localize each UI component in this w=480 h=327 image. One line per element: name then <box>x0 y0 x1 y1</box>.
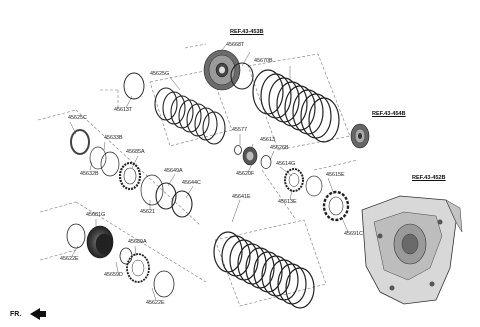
frame-line-e <box>75 201 207 283</box>
part-label-45659d: 45659D <box>104 272 123 278</box>
ring-45633b <box>100 151 120 177</box>
ring-45625c <box>70 129 90 155</box>
ring-45622e-upper <box>66 223 86 249</box>
part-label-45613t: 45613T <box>114 107 133 113</box>
part-label-45620f: 45620F <box>236 171 255 177</box>
ring-45622e-lower <box>153 270 175 298</box>
snap-ring-45613t <box>123 72 145 100</box>
gear-454b <box>350 123 370 149</box>
frame-45641e <box>214 219 327 307</box>
leader-lines <box>69 44 349 301</box>
frame-45625g <box>149 69 233 147</box>
part-label-45685a: 45685A <box>126 149 145 155</box>
part-label-45641e: 45641E <box>232 194 251 200</box>
snap-ring-45668t <box>230 62 254 90</box>
piston-45689a <box>126 253 150 283</box>
part-label-45622e-lower: 45622E <box>146 300 165 306</box>
part-label-45621: 45621 <box>140 209 155 215</box>
transmission-case <box>361 195 463 305</box>
part-label-45625g: 45625G <box>150 71 170 77</box>
part-label-45632b: 45632B <box>80 171 99 177</box>
front-direction-label: FR. <box>10 311 22 318</box>
clutch-pack-45625g <box>154 87 226 145</box>
frame-line-j <box>313 159 359 171</box>
ring-45644c <box>171 190 193 218</box>
part-label-45615e: 45615E <box>326 172 345 178</box>
part-label-45577: 45577 <box>232 127 247 133</box>
part-label-45613: 45613 <box>260 137 275 143</box>
part-label-45644c: 45644C <box>182 180 201 186</box>
ring-45649a <box>155 182 177 210</box>
ring-45632b <box>89 146 107 170</box>
clutch-pack-45670b <box>252 69 340 143</box>
frame-line-b <box>39 201 77 213</box>
bearing-45685a <box>118 161 142 191</box>
bearing-45613e <box>284 168 304 192</box>
carrier-45691c <box>322 190 350 222</box>
frame-45670b <box>247 53 351 151</box>
frame-line-d <box>75 109 201 226</box>
clutch-pack-45641e <box>213 231 315 309</box>
part-label-45689a: 45689A <box>128 239 147 245</box>
part-label-45622e-upper: 45622E <box>60 256 79 262</box>
frame-line-i <box>261 169 297 221</box>
part-label-45691c: 45691C <box>344 231 363 237</box>
part-label-45625c: 45625C <box>68 115 87 121</box>
frame-line-h <box>184 43 207 49</box>
drum-45681g <box>86 225 114 259</box>
ring-45659d <box>119 247 133 265</box>
reference-454b[interactable]: REF.43-454B <box>372 111 406 117</box>
pump-assembly <box>203 49 241 91</box>
frame-line-c <box>39 249 77 261</box>
part-label-45668t: 45668T <box>226 42 245 48</box>
ring-45621 <box>140 174 164 206</box>
part-label-45633b: 45633B <box>104 135 123 141</box>
hub-45620f <box>242 146 258 166</box>
part-label-45649a: 45649A <box>164 168 183 174</box>
reference-453b[interactable]: REF.43-453B <box>230 29 264 35</box>
group-frames <box>37 43 359 307</box>
part-label-45614g: 45614G <box>276 161 296 167</box>
reference-452b[interactable]: REF.43-452B <box>412 175 446 181</box>
ring-45614g <box>305 175 323 197</box>
part-label-45670b: 45670B <box>254 58 273 64</box>
part-label-45681g: 45681G <box>86 212 106 218</box>
part-label-45613e: 45613E <box>278 199 297 205</box>
ring-45626b <box>260 155 272 169</box>
seal-45577 <box>234 145 242 155</box>
frame-line-a <box>37 109 77 121</box>
part-label-45626b: 45626B <box>270 145 289 151</box>
front-arrow-icon <box>30 308 46 320</box>
